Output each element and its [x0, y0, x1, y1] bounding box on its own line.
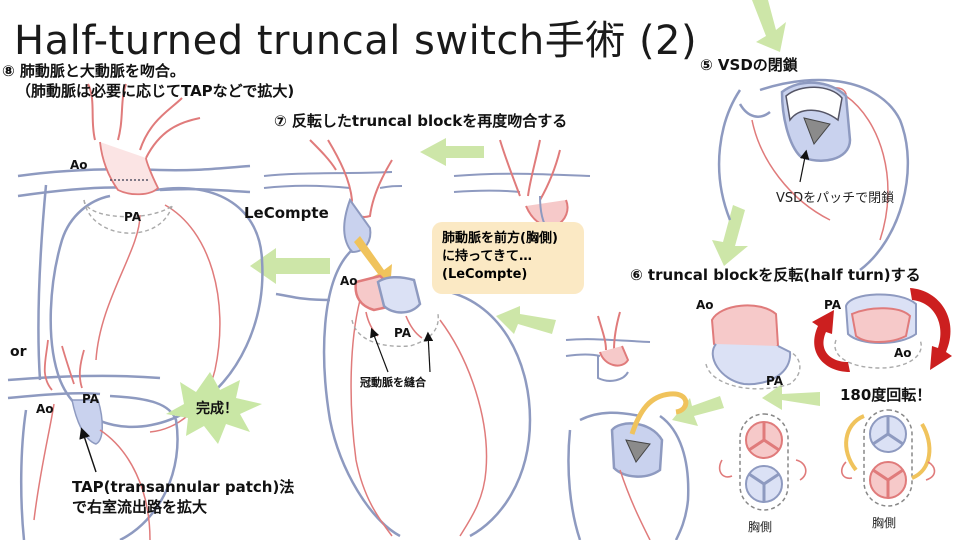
rotate-arrow-right [910, 288, 952, 370]
label-coronary: 冠動脈を縫合 [360, 376, 426, 389]
flow-arrow-lower [672, 396, 724, 426]
flow-arrow-top [752, 0, 786, 52]
callout-line1: 肺動脈を前方(胸側) [442, 231, 558, 246]
rotate-label: 180度回転！ [840, 386, 932, 404]
tap-line1: TAP(transannular patch)法 [72, 478, 295, 496]
coronary-pointer-2 [423, 331, 434, 373]
vessel-stubs [718, 459, 936, 481]
label-ao-step7: Ao [340, 274, 358, 288]
heart-tap [7, 339, 179, 540]
valve-diagram-left [739, 413, 789, 511]
step8-line1: ⑧ 肺動脈と大動脈を吻合。 [2, 62, 185, 80]
flow-arrow-6-down [762, 384, 820, 410]
swap-arrow-left [844, 414, 865, 472]
heart-lower-right [567, 391, 690, 540]
step8-line2: （肺動脈は必要に応じてTAPなどで拡大) [16, 82, 295, 100]
swap-arrow-right [911, 422, 932, 480]
label-lecompte: LeCompte [244, 204, 329, 222]
mid-vessels [565, 311, 651, 382]
label-pa-step8: PA [124, 210, 141, 224]
step6-block-right [834, 293, 922, 369]
label-pa-step7: PA [394, 326, 411, 340]
rotate-arrow-left [812, 310, 850, 372]
lecompte-callout: 肺動脈を前方(胸側) に持ってきて… (LeCompte) [432, 222, 584, 294]
label-chest-right: 胸側 [872, 516, 897, 530]
label-ao-step6-rotated: Ao [894, 346, 912, 360]
step7-vessels-left [263, 139, 403, 254]
label-or: or [10, 344, 27, 360]
complete-burst [166, 372, 262, 444]
label-ao-tap: Ao [36, 402, 54, 416]
label-pa-step6-rotated: PA [824, 298, 841, 312]
vsd-note: VSDをパッチで閉鎖 [776, 191, 895, 206]
step6-block-left [705, 304, 801, 390]
heart-step7 [275, 249, 532, 538]
heart-step8 [17, 83, 264, 433]
tap-line2: で右室流出路を拡大 [72, 498, 208, 516]
tap-pointer [79, 427, 97, 473]
step7-heading: ⑦ 反転したtruncal blockを再度吻合する [274, 112, 568, 130]
flow-arrow-to-7 [496, 306, 556, 334]
label-ao-step6: Ao [696, 298, 714, 312]
label-pa-step6: PA [766, 374, 783, 388]
label-chest-left: 胸側 [748, 520, 773, 534]
heart-step5 [717, 78, 910, 271]
valve-diagram-right [863, 409, 913, 507]
step6-heading: ⑥ truncal blockを反転(half turn)する [630, 266, 921, 284]
step5-heading: ⑤ VSDの閉鎖 [700, 56, 798, 74]
flow-arrow-7-top [420, 138, 484, 166]
coronary-pointer-1 [370, 327, 389, 373]
callout-line3: (LeCompte) [442, 267, 528, 283]
flow-arrows [250, 0, 820, 426]
callout-line2: に持ってきて… [442, 249, 532, 265]
page-title: Half-turned truncal switch手術 (2) [14, 18, 698, 64]
label-ao-step8: Ao [70, 158, 88, 172]
label-pa-tap: PA [82, 392, 99, 406]
vsd-pointer [799, 149, 810, 183]
flow-arrow-7-8 [250, 248, 330, 284]
flow-arrow-5-6 [712, 205, 748, 266]
label-complete: 完成！ [196, 401, 238, 417]
